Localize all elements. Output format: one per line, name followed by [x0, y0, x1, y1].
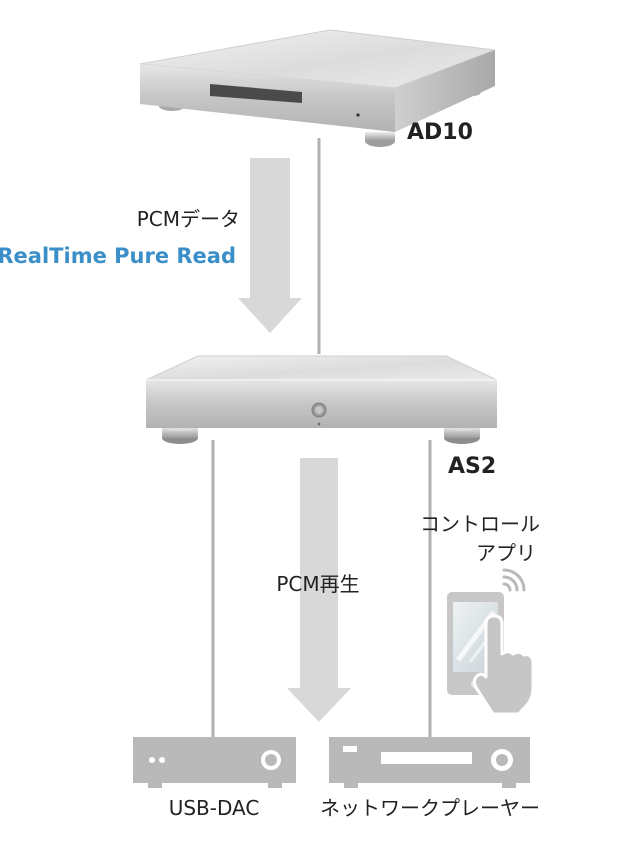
usb-dac-icon [133, 737, 296, 788]
network-player-icon [329, 737, 530, 788]
control-app-label-line1: コントロール [420, 512, 540, 536]
pcm-data-label: PCMデータ [137, 207, 240, 231]
wifi-icon [502, 568, 526, 592]
control-app-label-line2: アプリ [476, 541, 536, 565]
ad10-label: AD10 [407, 120, 473, 145]
hand-icon [472, 614, 535, 716]
arrow-pcm-data [238, 158, 302, 333]
usb-dac-label: USB-DAC [169, 796, 260, 820]
arrow-pcm-playback [287, 458, 351, 722]
network-player-label: ネットワークプレーヤー [320, 796, 540, 820]
realtime-pure-read-label: RealTime Pure Read [0, 244, 236, 268]
ad10-device [139, 29, 496, 147]
as2-label: AS2 [448, 454, 496, 479]
pcm-playback-label: PCM再生 [276, 572, 359, 596]
as2-device [145, 355, 498, 444]
